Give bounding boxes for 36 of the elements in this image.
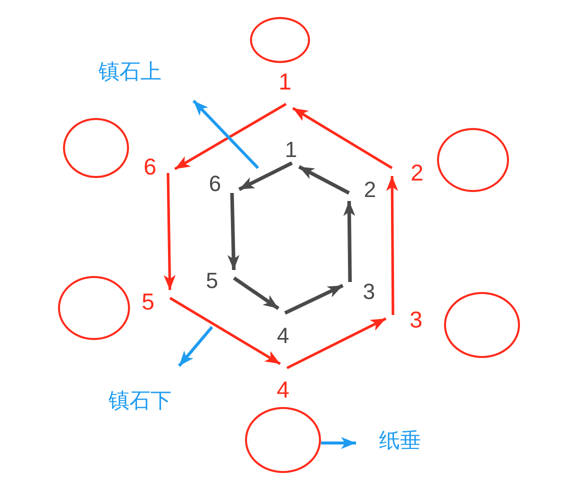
circle-outline (250, 17, 310, 63)
arrow (321, 437, 356, 449)
vertex-number: 6 (144, 156, 156, 178)
arrow (232, 276, 280, 310)
arrow (292, 107, 393, 170)
vertex-number: 5 (142, 290, 154, 314)
circle-outline (444, 292, 520, 358)
vertex-number: 4 (276, 378, 290, 402)
vertex-number: 3 (410, 308, 422, 332)
arrow (227, 192, 240, 270)
circle-outline (63, 118, 129, 178)
vertex-number: 1 (278, 70, 292, 94)
vertex-number: 3 (362, 281, 376, 303)
arrow (343, 200, 356, 282)
callout-label: 镇石下 (108, 390, 172, 412)
vertex-number: 6 (208, 173, 222, 195)
circle-outline (58, 276, 130, 340)
callout-label: 镇石上 (98, 62, 162, 82)
vertex-number: 1 (284, 139, 298, 161)
vertex-number: 2 (410, 162, 424, 184)
arrow (178, 326, 214, 367)
arrow (192, 100, 260, 170)
vertex-number: 4 (276, 325, 290, 347)
arrow (298, 165, 350, 195)
callout-label: 纸垂 (379, 430, 421, 452)
arrow (174, 102, 287, 170)
vertex-number: 2 (364, 179, 376, 201)
arrow (386, 176, 398, 315)
arrow (164, 172, 176, 290)
circle-outline (245, 407, 321, 473)
arrow (284, 284, 344, 315)
circle-outline (437, 128, 509, 192)
arrow (238, 161, 293, 192)
arrow (169, 296, 281, 365)
vertex-number: 5 (206, 270, 218, 292)
arrow (286, 317, 386, 370)
